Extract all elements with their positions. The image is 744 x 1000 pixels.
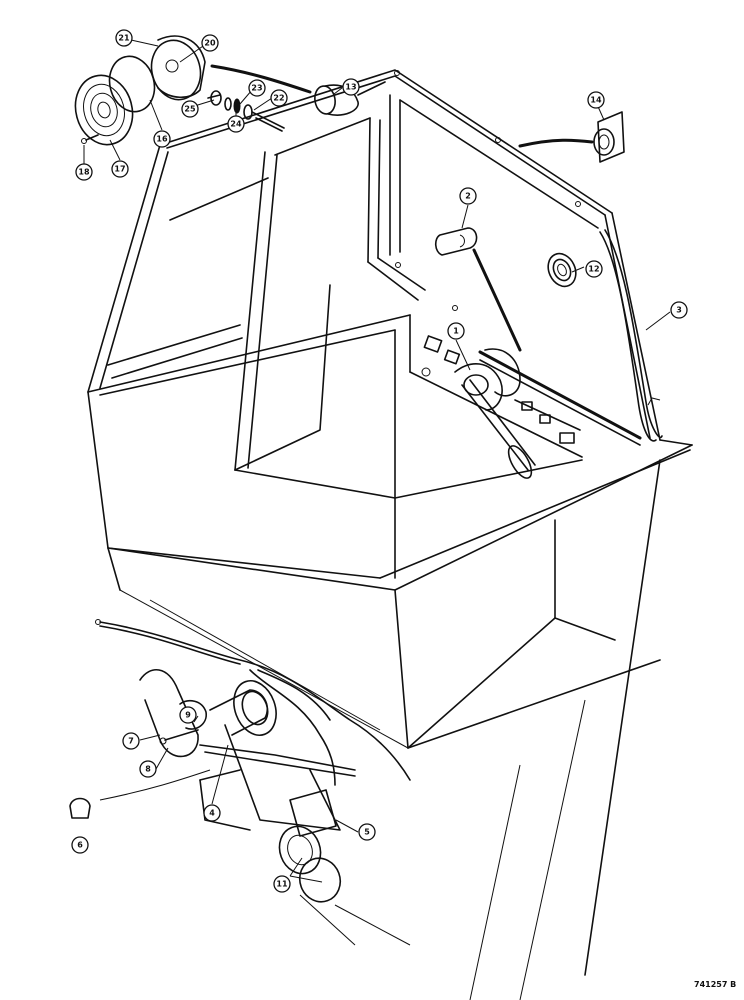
callout-11: 11 bbox=[273, 875, 291, 893]
svg-text:9: 9 bbox=[185, 711, 191, 720]
svg-text:18: 18 bbox=[78, 168, 90, 177]
callout-8: 8 bbox=[139, 760, 157, 778]
svg-text:20: 20 bbox=[204, 39, 216, 48]
callout-3: 3 bbox=[670, 301, 688, 319]
svg-text:6: 6 bbox=[77, 841, 83, 850]
callout-25: 25 bbox=[181, 100, 199, 118]
console-switch-panel bbox=[423, 335, 642, 479]
svg-text:16: 16 bbox=[156, 135, 168, 144]
callout-14: 14 bbox=[587, 91, 605, 109]
callout-18: 18 bbox=[75, 163, 93, 181]
svg-text:5: 5 bbox=[364, 828, 370, 837]
svg-text:21: 21 bbox=[118, 34, 130, 43]
callout-17: 17 bbox=[111, 160, 129, 178]
callout-16: 16 bbox=[153, 130, 171, 148]
exploded-light-assembly bbox=[74, 35, 312, 146]
svg-text:23: 23 bbox=[251, 84, 262, 93]
callout-1: 1 bbox=[447, 322, 465, 340]
connector-14 bbox=[518, 111, 625, 163]
reference-number: 741257 B bbox=[694, 980, 736, 989]
svg-text:24: 24 bbox=[230, 120, 242, 129]
rear-light-12 bbox=[547, 252, 577, 288]
clamp-2 bbox=[434, 227, 522, 352]
dome-light-13 bbox=[314, 81, 386, 116]
svg-text:11: 11 bbox=[276, 880, 288, 889]
svg-text:8: 8 bbox=[145, 765, 151, 774]
svg-text:17: 17 bbox=[114, 165, 125, 174]
callout-12: 12 bbox=[585, 260, 603, 278]
callout-21: 21 bbox=[115, 29, 133, 47]
svg-text:2: 2 bbox=[465, 192, 471, 201]
svg-text:4: 4 bbox=[209, 809, 215, 818]
svg-text:13: 13 bbox=[345, 83, 356, 92]
callout-5: 5 bbox=[358, 823, 376, 841]
callout-6: 6 bbox=[71, 836, 89, 854]
callout-13: 13 bbox=[342, 78, 360, 96]
callout-24: 24 bbox=[227, 115, 245, 133]
svg-text:12: 12 bbox=[588, 265, 599, 274]
svg-text:1: 1 bbox=[453, 327, 459, 336]
wiring-harness bbox=[599, 229, 663, 442]
lower-wiring-assembly bbox=[69, 619, 411, 946]
svg-text:22: 22 bbox=[273, 94, 284, 103]
svg-text:25: 25 bbox=[184, 105, 196, 114]
callout-2: 2 bbox=[459, 187, 477, 205]
cab-body bbox=[87, 69, 693, 1000]
callout-22: 22 bbox=[270, 89, 288, 107]
svg-text:7: 7 bbox=[128, 737, 134, 746]
svg-text:14: 14 bbox=[590, 96, 602, 105]
leader-lines bbox=[83, 39, 671, 883]
callout-23: 23 bbox=[248, 79, 266, 97]
callout-9: 9 bbox=[179, 706, 197, 724]
svg-text:3: 3 bbox=[676, 306, 682, 315]
callout-7: 7 bbox=[122, 732, 140, 750]
callout-20: 20 bbox=[201, 34, 219, 52]
callout-4: 4 bbox=[203, 804, 221, 822]
